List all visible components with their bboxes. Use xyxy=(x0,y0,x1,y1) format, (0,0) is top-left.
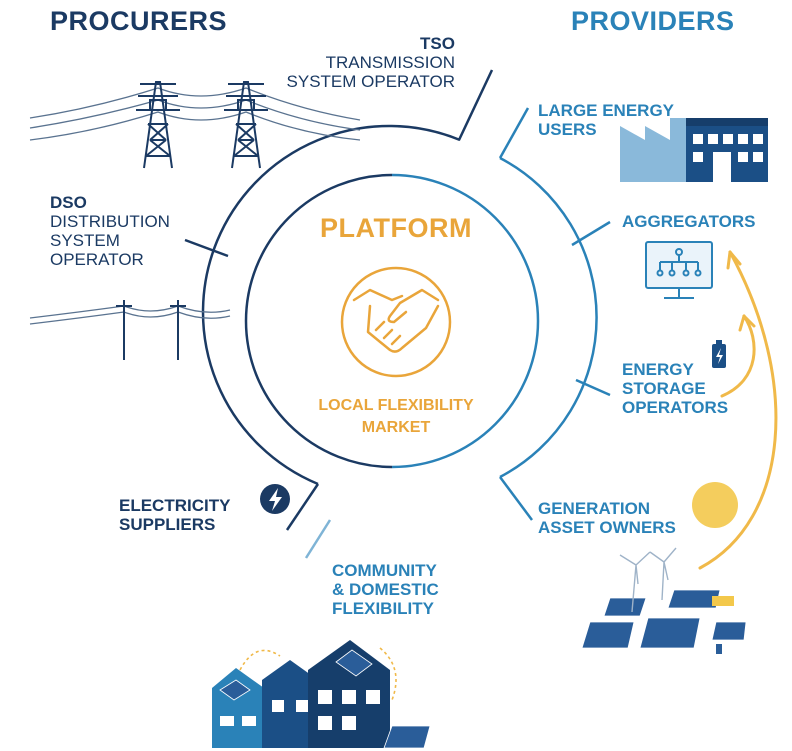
community-line1: COMMUNITY xyxy=(332,561,437,580)
tso-line2: SYSTEM OPERATOR xyxy=(286,72,455,92)
large-users-label: LARGE ENERGY USERS xyxy=(538,101,674,139)
spoke-aggregators xyxy=(571,220,611,247)
spoke-dso xyxy=(184,238,229,258)
outer-ring-right xyxy=(499,156,598,479)
generation-line2: ASSET OWNERS xyxy=(538,518,676,538)
spoke-generation xyxy=(498,476,534,521)
flow-arrows xyxy=(698,250,778,570)
tso-label: TSO TRANSMISSION SYSTEM OPERATOR xyxy=(287,34,455,91)
suppliers-line1: ELECTRICITY xyxy=(119,496,231,515)
dso-label: DSO DISTRIBUTION SYSTEM OPERATOR xyxy=(50,193,170,269)
sun-icon xyxy=(692,482,738,528)
generation-line1: GENERATION xyxy=(538,499,651,518)
houses-icon xyxy=(212,640,431,749)
spoke-storage xyxy=(575,378,611,397)
tso-line1: TRANSMISSION xyxy=(325,53,455,73)
dso-line3: OPERATOR xyxy=(50,250,144,270)
lightning-bolt-icon xyxy=(260,484,290,514)
dso-line1: DISTRIBUTION xyxy=(50,212,170,232)
aggregators-line1: AGGREGATORS xyxy=(622,212,756,231)
transmission-tower-icon xyxy=(29,81,361,169)
community-line3: FLEXIBILITY xyxy=(332,599,434,619)
aggregators-label: AGGREGATORS xyxy=(622,212,756,231)
platform-subtitle: LOCAL FLEXIBILITY MARKET xyxy=(296,395,496,438)
battery-icon xyxy=(712,340,726,368)
solar-wind-farm-icon xyxy=(581,547,747,654)
community-label: COMMUNITY & DOMESTIC FLEXIBILITY xyxy=(332,561,439,618)
handshake-icon xyxy=(340,266,452,378)
platform-subtitle-line2: MARKET xyxy=(361,418,431,436)
procurers-header: PROCURERS xyxy=(50,6,228,36)
dso-line2: SYSTEM xyxy=(50,231,120,251)
spoke-suppliers xyxy=(285,483,320,531)
large-users-line2: USERS xyxy=(538,120,597,140)
providers-header: PROVIDERS xyxy=(571,6,735,36)
large-users-line1: LARGE ENERGY xyxy=(538,101,675,120)
platform-subtitle-line1: LOCAL FLEXIBILITY xyxy=(318,397,474,414)
inner-ring-left xyxy=(244,173,393,469)
storage-line3: OPERATORS xyxy=(622,398,729,418)
utility-pole-icon xyxy=(29,300,231,360)
suppliers-label: ELECTRICITY SUPPLIERS xyxy=(119,496,230,534)
platform-title: PLATFORM xyxy=(320,213,472,243)
inner-ring-right xyxy=(391,173,540,469)
dso-abbr: DSO xyxy=(50,193,87,212)
generation-label: GENERATION ASSET OWNERS xyxy=(538,499,676,537)
storage-label: ENERGY STORAGE OPERATORS xyxy=(622,360,728,417)
factory-icon xyxy=(620,118,768,182)
outer-ring-left xyxy=(201,124,461,486)
suppliers-line2: SUPPLIERS xyxy=(119,515,216,535)
storage-line2: STORAGE xyxy=(622,379,706,399)
platform-rings xyxy=(184,69,611,559)
tso-abbr: TSO xyxy=(420,34,455,53)
spoke-large-users xyxy=(498,107,530,159)
monitor-network-icon xyxy=(645,241,713,299)
spoke-tso xyxy=(457,69,494,141)
community-line2: & DOMESTIC xyxy=(332,580,439,600)
storage-line1: ENERGY xyxy=(622,360,694,379)
spoke-community xyxy=(304,519,332,559)
